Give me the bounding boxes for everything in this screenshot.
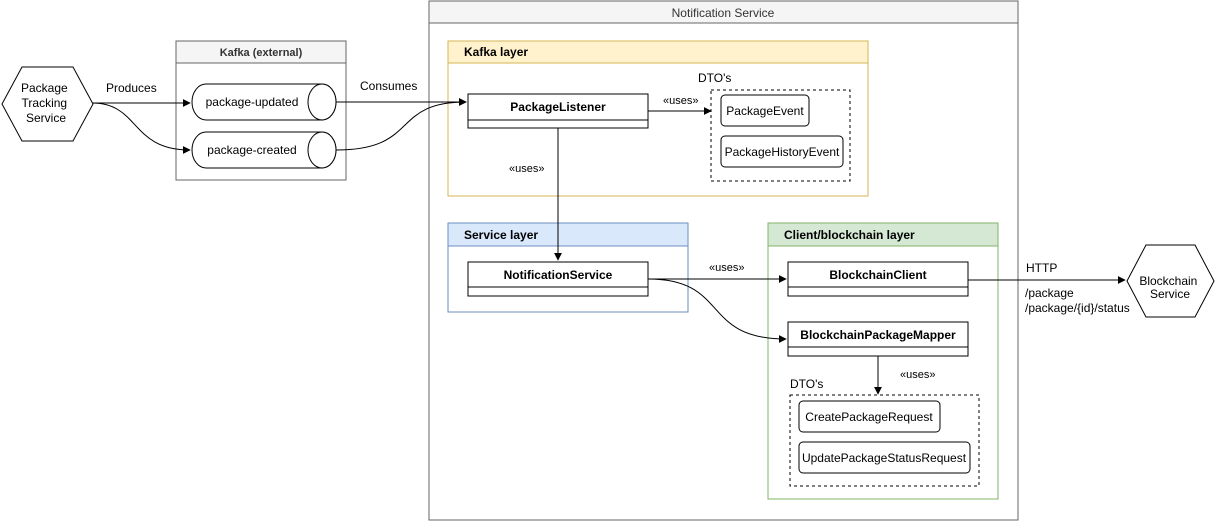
class-name: PackageListener: [510, 100, 606, 114]
kafka-layer-title: Kafka layer: [464, 45, 528, 59]
edge-consumes-created: [335, 98, 467, 151]
edge-label-produces: Produces: [106, 81, 157, 95]
edge-label-uses-client: «uses»: [709, 262, 744, 274]
topic-package-created[interactable]: package-created: [191, 131, 337, 169]
dto-package-event[interactable]: PackageEvent: [720, 94, 810, 127]
dto-update-package-status-request[interactable]: UpdatePackageStatusRequest: [798, 441, 971, 474]
client-dtos-group: DTO's CreatePackageRequest UpdatePackage…: [789, 377, 980, 487]
blockchain-service[interactable]: Blockchain Service: [1126, 244, 1215, 318]
kafka-external-title: Kafka (external): [220, 47, 303, 59]
edge-produces-created: [91, 102, 191, 154]
service-layer-title: Service layer: [464, 228, 538, 242]
package-listener-class[interactable]: PackageListener: [467, 93, 649, 129]
class-name: BlockchainPackageMapper: [800, 328, 956, 342]
blockchain-package-mapper-class[interactable]: BlockchainPackageMapper: [787, 321, 969, 357]
dto-create-package-request[interactable]: CreatePackageRequest: [798, 400, 941, 433]
blockchain-client-class[interactable]: BlockchainClient: [787, 261, 969, 297]
dto-label: PackageEvent: [726, 104, 804, 118]
blockchain-service-label: Blockchain Service: [1139, 274, 1200, 301]
edge-label-endpoint-2: /package/{id}/status: [1025, 301, 1130, 315]
topic-label: package-created: [207, 143, 296, 157]
topic-package-updated[interactable]: package-updated: [191, 83, 337, 121]
package-tracking-service[interactable]: Package Tracking Service: [1, 66, 94, 142]
edge-label-uses-mapper-dtos: «uses»: [900, 369, 935, 381]
package-tracking-label: Package Tracking Service: [21, 81, 71, 125]
kafka-dtos-group: DTO's PackageEvent PackageHistoryEvent: [698, 71, 851, 182]
dto-label: CreatePackageRequest: [805, 410, 933, 424]
edge-label-http: HTTP: [1026, 261, 1057, 275]
dtos-label: DTO's: [790, 377, 823, 391]
class-name: NotificationService: [504, 268, 613, 282]
edge-label-uses-service: «uses»: [509, 163, 544, 175]
edge-service-mapper: [647, 278, 787, 343]
edges: [91, 98, 1126, 395]
class-name: BlockchainClient: [829, 268, 926, 282]
notification-service-class[interactable]: NotificationService: [467, 261, 649, 297]
dto-package-history-event[interactable]: PackageHistoryEvent: [720, 135, 844, 168]
edge-label-uses-dtos: «uses»: [663, 95, 698, 107]
dtos-label: DTO's: [698, 71, 731, 85]
client-layer-title: Client/blockchain layer: [784, 228, 915, 242]
edge-label-consumes: Consumes: [360, 79, 417, 93]
dto-label: UpdatePackageStatusRequest: [802, 451, 967, 465]
edge-label-endpoint-1: /package: [1025, 286, 1074, 300]
notification-service-title: Notification Service: [672, 6, 775, 20]
topic-label: package-updated: [206, 95, 299, 109]
dto-label: PackageHistoryEvent: [725, 145, 840, 159]
